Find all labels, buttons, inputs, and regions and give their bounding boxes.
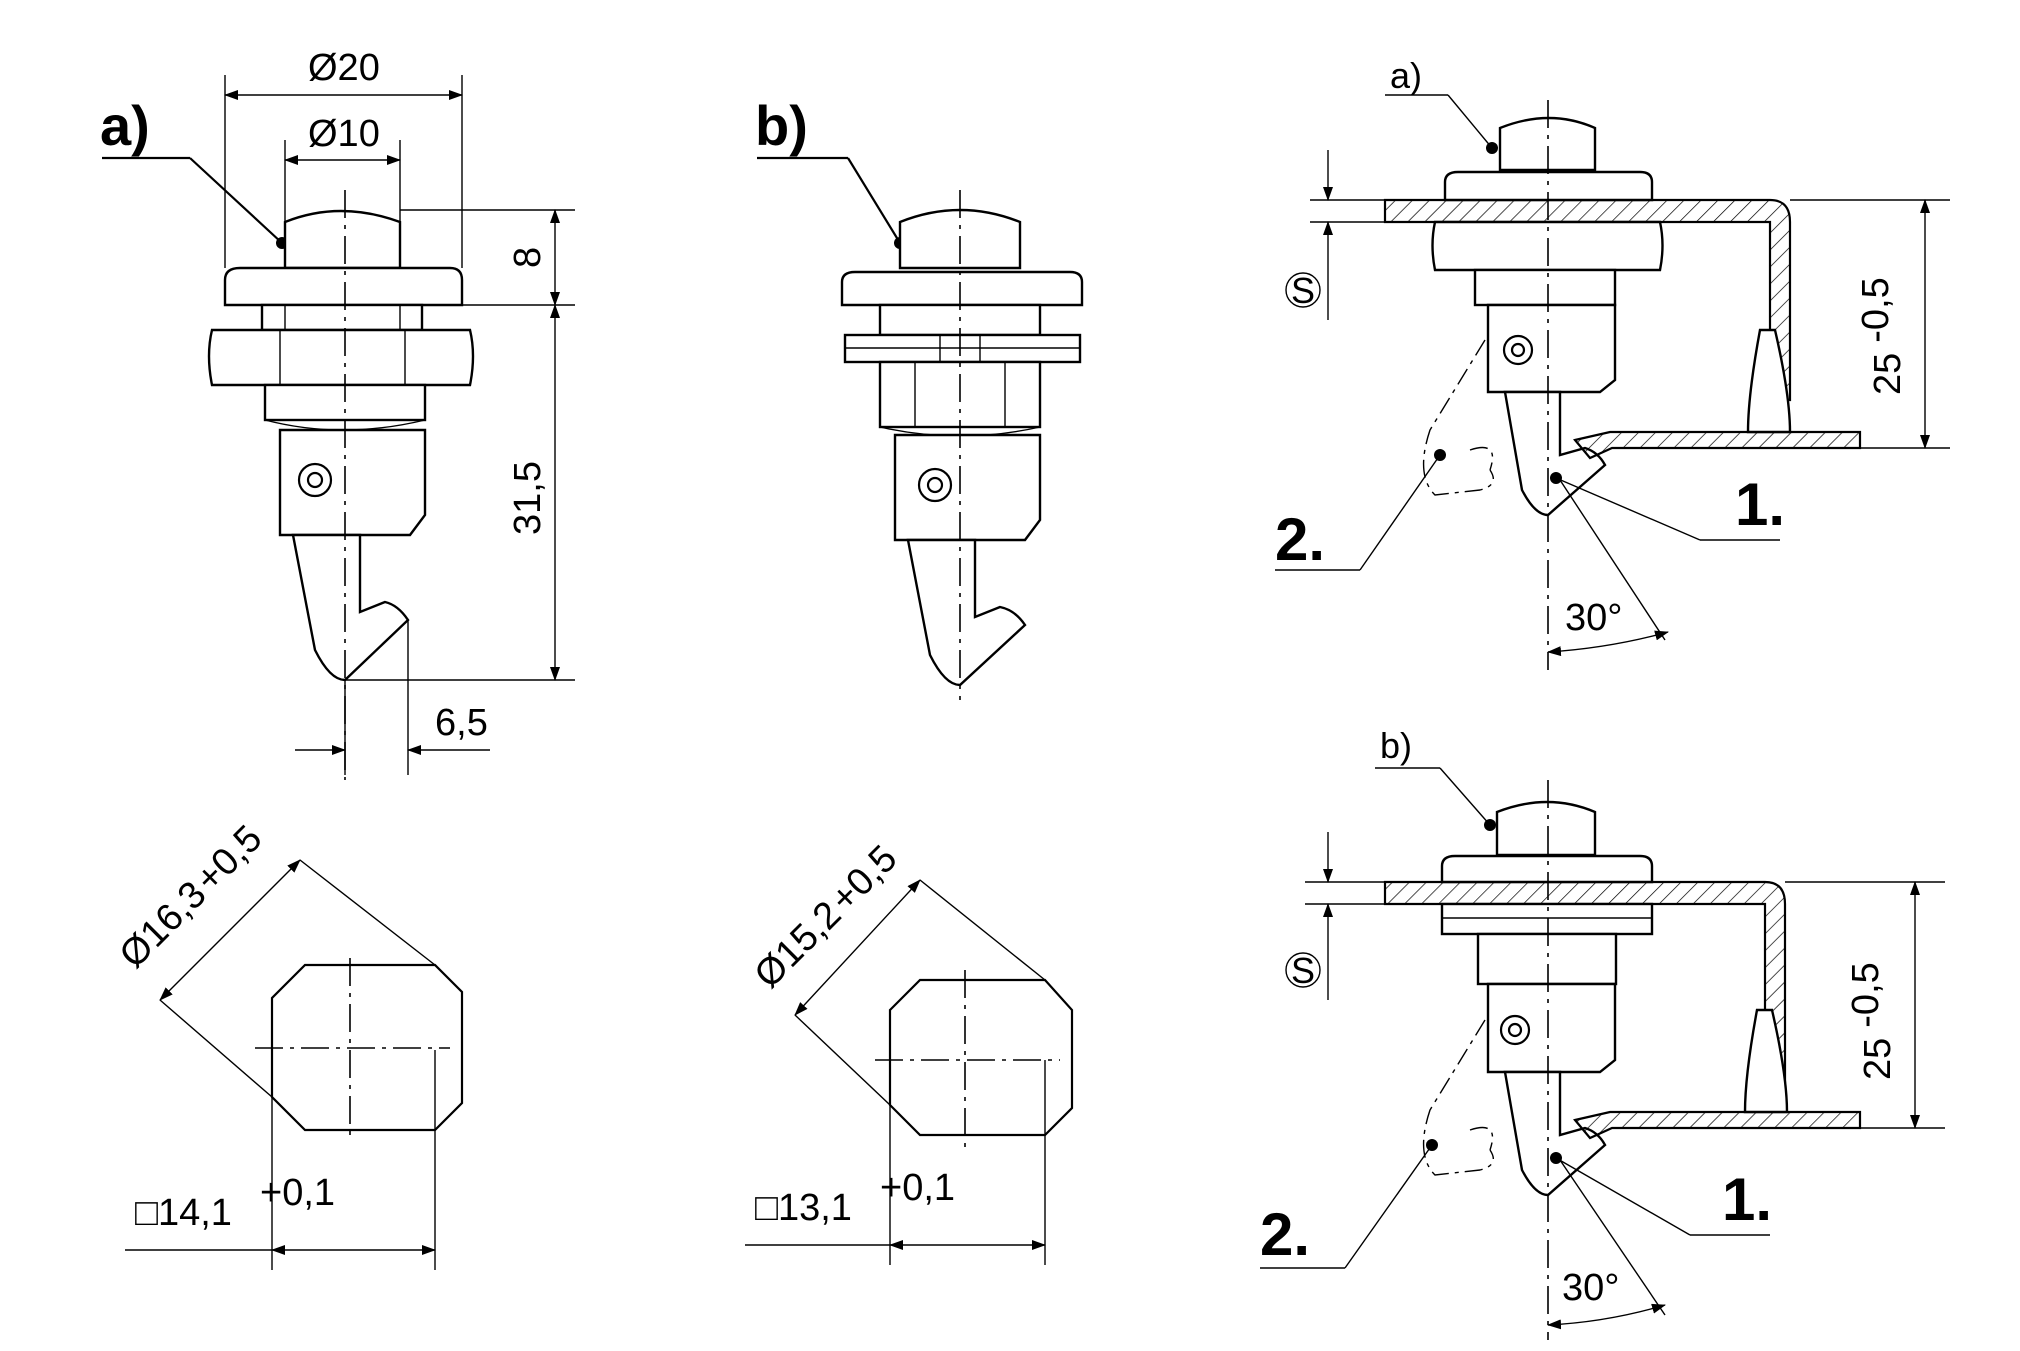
dim-31-5: 31,5	[507, 461, 549, 535]
dim-dia16-3: Ø16,3+0,5	[112, 818, 271, 977]
cutout-b: Ø15,2+0,5 □13,1 +0,1	[745, 838, 1074, 1265]
angle-b: 30°	[1562, 1267, 1619, 1309]
dim-dia20: Ø20	[308, 47, 380, 89]
dim-8: 8	[507, 247, 549, 268]
dim-25-a: 25-0,5	[1855, 277, 1909, 395]
dim-6-5: 6,5	[435, 702, 488, 744]
lock-view-a: a) Ø20 Ø10	[100, 47, 575, 780]
step-1-b: 1.	[1722, 1166, 1772, 1233]
tol-sq14-1: +0,1	[260, 1172, 335, 1214]
dim-sq14-1: □14,1	[135, 1192, 232, 1234]
install-label-b: b)	[1380, 725, 1412, 766]
dim-25-b: 25-0,5	[1845, 962, 1899, 1080]
lock-view-b: b)	[755, 94, 1084, 700]
dim-dia10: Ø10	[308, 113, 380, 155]
step-1-a: 1.	[1735, 471, 1785, 538]
dim-sq13-1: □13,1	[755, 1187, 852, 1229]
tol-sq13-1: +0,1	[880, 1167, 955, 1209]
install-label-a: a)	[1390, 55, 1422, 96]
install-view-b: b) 2. 1. 30° S	[1260, 725, 1945, 1340]
step-2-b: 2.	[1260, 1201, 1310, 1268]
label-a: a)	[100, 94, 150, 157]
s-label-b: S	[1291, 950, 1315, 991]
s-label-a: S	[1291, 270, 1315, 311]
label-b: b)	[755, 94, 808, 157]
install-view-a: a) 2. 1. 30°	[1275, 55, 1950, 670]
step-2-a: 2.	[1275, 506, 1325, 573]
angle-a: 30°	[1565, 597, 1622, 639]
dim-dia15-2: Ø15,2+0,5	[747, 838, 906, 997]
cutout-a: Ø16,3+0,5 □14,1 +0,1	[112, 818, 464, 1270]
